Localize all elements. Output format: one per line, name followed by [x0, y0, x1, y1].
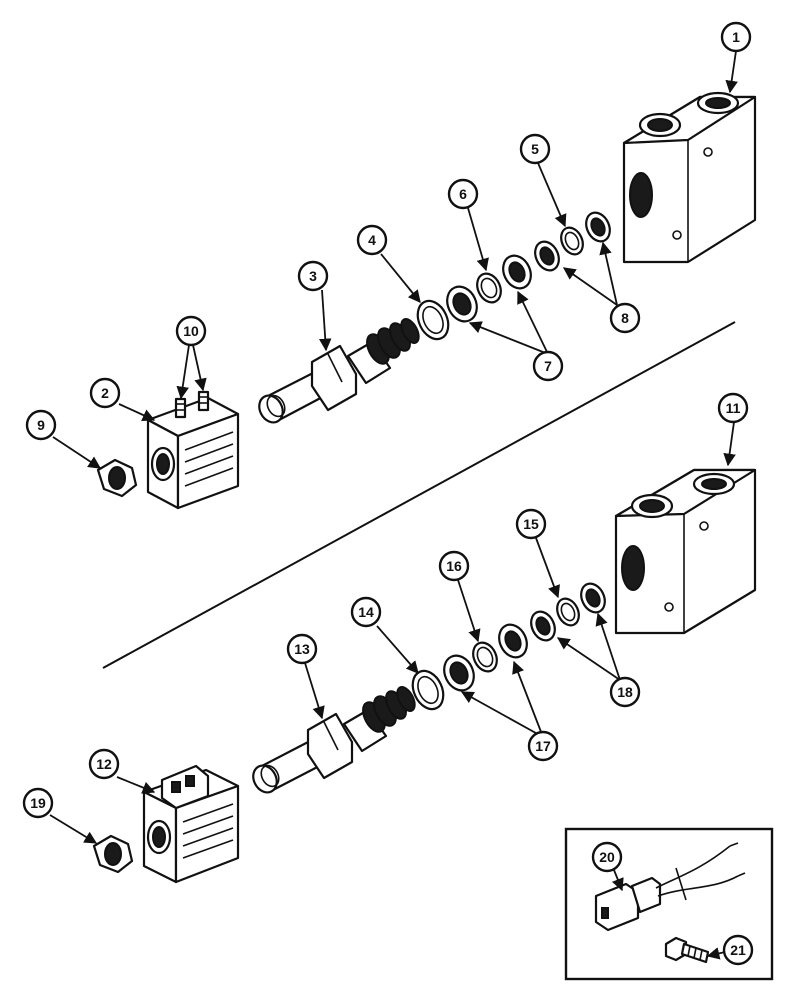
callout-15: 15 [515, 508, 547, 540]
svg-text:16: 16 [446, 558, 462, 574]
valve-cartridge-lower [252, 686, 416, 794]
svg-text:1: 1 [732, 29, 740, 45]
svg-text:18: 18 [617, 684, 633, 700]
valve-cartridge-upper [258, 318, 420, 424]
svg-text:10: 10 [183, 323, 199, 339]
svg-text:13: 13 [294, 641, 310, 657]
callout-19: 19 [22, 787, 54, 819]
seal-rings-lower [411, 582, 606, 711]
callout-4: 4 [356, 224, 388, 256]
callout-18: 18 [609, 676, 641, 708]
nut-upper [96, 458, 138, 498]
callout-9: 9 [25, 409, 57, 441]
svg-text:9: 9 [37, 417, 45, 433]
section-divider-line [102, 321, 736, 669]
svg-text:12: 12 [96, 756, 112, 772]
svg-text:11: 11 [726, 400, 741, 416]
wiring-connector [594, 842, 746, 932]
callout-8: 8 [609, 302, 641, 334]
svg-text:7: 7 [544, 358, 552, 374]
svg-text:8: 8 [621, 310, 629, 326]
callout-5: 5 [519, 133, 551, 165]
valve-body-lower [614, 468, 757, 635]
mounting-screw [664, 936, 710, 964]
callout-17: 17 [527, 730, 559, 762]
leader-lines [49, 50, 738, 960]
callout-14: 14 [350, 596, 382, 628]
nut-lower [92, 834, 134, 874]
svg-text:6: 6 [459, 186, 467, 202]
callout-21: 21 [722, 934, 754, 966]
svg-text:15: 15 [523, 516, 539, 532]
svg-text:19: 19 [30, 795, 46, 811]
callout-6: 6 [447, 178, 479, 210]
svg-text:2: 2 [101, 385, 109, 401]
valve-body-upper [622, 91, 757, 264]
callout-3: 3 [297, 260, 329, 292]
svg-text:14: 14 [358, 604, 374, 620]
callout-20: 20 [591, 841, 623, 873]
callout-11: 11 [717, 392, 749, 424]
svg-text:17: 17 [535, 738, 551, 754]
callout-13: 13 [286, 633, 318, 665]
solenoid-coil-lower [142, 764, 240, 884]
callout-7: 7 [532, 350, 564, 382]
svg-text:5: 5 [531, 141, 539, 157]
seal-rings-upper [416, 211, 611, 341]
svg-text:21: 21 [730, 942, 746, 958]
svg-text:3: 3 [309, 268, 317, 284]
svg-text:20: 20 [599, 849, 615, 865]
callout-1: 1 [720, 21, 752, 53]
solenoid-coil-upper [146, 390, 240, 510]
callout-2: 2 [89, 377, 121, 409]
callout-10: 10 [175, 315, 207, 347]
svg-text:4: 4 [368, 232, 376, 248]
callout-12: 12 [88, 748, 120, 780]
callout-16: 16 [438, 550, 470, 582]
